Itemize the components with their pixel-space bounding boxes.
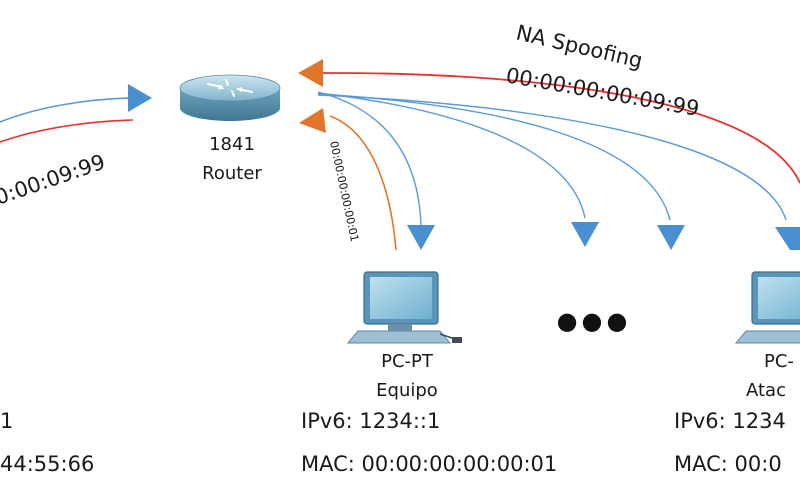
na-spoofing-line	[319, 72, 800, 184]
attacker-name: Atac	[746, 380, 786, 401]
blue-arrowhead-host-2	[571, 222, 599, 247]
left-blue-arrowhead	[128, 84, 152, 112]
ellipsis-more-hosts: ●●●	[557, 307, 632, 335]
na-spoofing-mac: 00:00:00:00:09:99	[504, 63, 701, 121]
blue-arrowhead-attacker	[775, 227, 800, 250]
router-name: Router	[202, 163, 262, 184]
attacker-mac: MAC: 00:0	[674, 452, 782, 476]
blue-arrowhead-victim	[407, 225, 435, 250]
attacker-pc-icon[interactable]	[734, 271, 800, 344]
victim-mac: MAC: 00:00:00:00:00:01	[301, 452, 558, 476]
victim-name: Equipo	[376, 380, 438, 401]
left-host-mac: 44:55:66	[0, 452, 95, 476]
blue-arrowhead-host-3	[657, 225, 685, 250]
left-red-flow-line	[0, 119, 134, 143]
blue-line-to-host-3	[317, 93, 671, 221]
left-host-ipv6: 1	[0, 409, 14, 433]
victim-reply-mac: 00:00:00:00:00:01	[327, 140, 361, 243]
na-spoofing-title: NA Spoofing	[514, 20, 645, 72]
left-blue-flow-line	[0, 97, 131, 123]
attacker-ipv6: IPv6: 1234	[674, 409, 786, 433]
blue-line-to-attacker	[317, 94, 787, 221]
attacker-type: PC-	[764, 351, 794, 372]
victim-reply-arrowhead	[299, 108, 326, 133]
blue-line-to-victim	[317, 91, 422, 226]
na-spoofing-arrowhead	[298, 59, 323, 87]
left-mac-fragment: 0:00:09:99	[0, 150, 108, 210]
victim-pc-icon[interactable]	[346, 271, 462, 344]
blue-line-to-host-2	[317, 92, 586, 219]
router-icon[interactable]	[179, 74, 281, 121]
router-model: 1841	[209, 134, 255, 155]
victim-reply-line	[329, 115, 397, 251]
victim-type: PC-PT	[381, 351, 434, 372]
victim-ipv6: IPv6: 1234::1	[301, 409, 441, 433]
